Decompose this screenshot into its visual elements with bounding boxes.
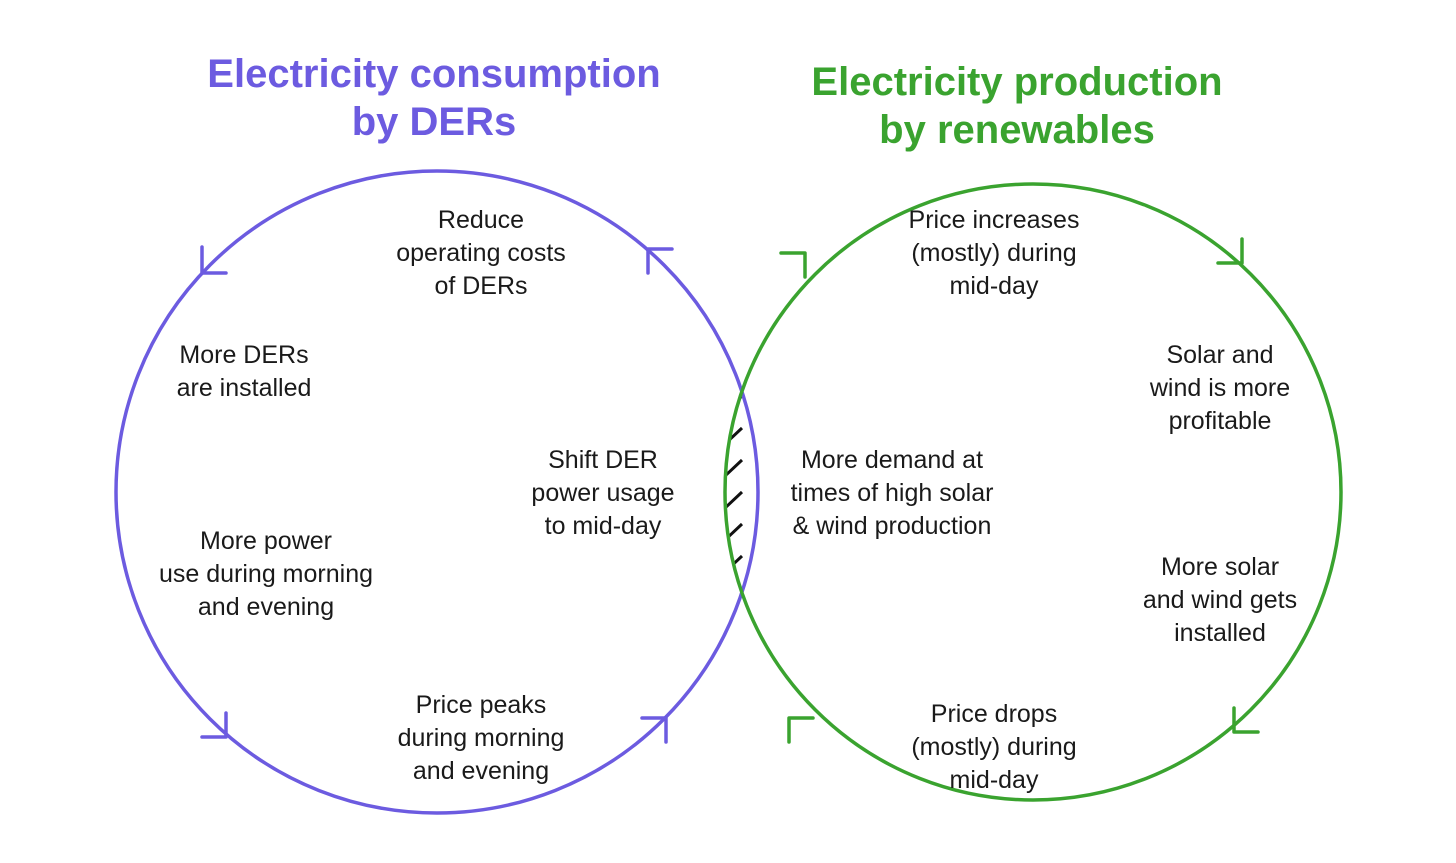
hatch-line (725, 490, 744, 526)
label-line: to mid-day (544, 512, 662, 540)
arrow-left-cycle-bottom-left-icon (200, 711, 228, 739)
label-line: Price drops (930, 700, 1058, 728)
production-title-line-1: Electricity production (811, 60, 1223, 104)
label-line: are installed (176, 374, 312, 402)
label-line: mid-day (949, 766, 1039, 794)
arrow-left-cycle-top-left-icon (200, 245, 228, 275)
label-line: More demand at (800, 446, 984, 474)
label-line: More DERs (179, 341, 309, 369)
label-line: Price peaks (415, 691, 547, 719)
label-line: mid-day (949, 272, 1039, 300)
label-line: power usage (531, 479, 675, 507)
label-line: and evening (197, 593, 335, 621)
label-line: (mostly) during (911, 733, 1077, 761)
arrow-right-cycle-bottom-right-icon (1232, 706, 1260, 734)
label-price-increases: Price increases (mostly) during mid-day (909, 204, 1080, 303)
arrow-left-cycle-bottom-right-icon (640, 716, 668, 744)
label-more-solar-installed: More solar and wind gets installed (1143, 551, 1297, 650)
label-line: and wind gets (1142, 586, 1298, 614)
hatch-line (725, 458, 744, 494)
label-line: Solar and (1166, 341, 1274, 369)
arrow-right-cycle-top-left-icon (779, 251, 807, 279)
production-title: Electricity production by renewables (811, 58, 1222, 154)
label-line: times of high solar (790, 479, 994, 507)
hatch-line (725, 522, 744, 558)
label-line: and evening (412, 757, 550, 785)
hatch-line (725, 554, 744, 590)
label-reduce-operating-costs: Reduce operating costs of DERs (396, 204, 566, 303)
label-line: Price increases (908, 206, 1080, 234)
production-title-line-2: by renewables (879, 108, 1155, 152)
label-line: during morning (397, 724, 565, 752)
label-solar-wind-profitable: Solar and wind is more profitable (1150, 339, 1290, 438)
label-more-demand: More demand at times of high solar & win… (791, 444, 994, 543)
label-line: profitable (1168, 407, 1272, 435)
label-price-drops: Price drops (mostly) during mid-day (911, 698, 1076, 797)
consumption-title-line-2: by DERs (351, 100, 517, 144)
arrow-right-cycle-top-right-icon (1216, 237, 1244, 265)
label-line: More power (199, 527, 332, 555)
label-line: More solar (1160, 553, 1280, 581)
consumption-cycle-circle (114, 169, 760, 815)
label-more-ders-installed: More DERs are installed (177, 339, 312, 405)
label-line: use during morning (158, 560, 374, 588)
consumption-title: Electricity consumption by DERs (207, 50, 660, 146)
label-line: installed (1174, 619, 1266, 647)
label-line: & wind production (792, 512, 992, 540)
consumption-title-line-1: Electricity consumption (207, 52, 661, 96)
label-line: wind is more (1149, 374, 1291, 402)
label-line: Shift DER (548, 446, 658, 474)
label-shift-der-usage: Shift DER power usage to mid-day (531, 444, 674, 543)
label-line: Reduce (437, 206, 525, 234)
hatch-line (725, 426, 744, 462)
production-cycle-circle (723, 182, 1343, 802)
label-more-power-use: More power use during morning and evenin… (159, 525, 373, 624)
arrow-right-cycle-bottom-left-icon (787, 716, 815, 744)
label-line: operating costs (396, 239, 566, 267)
arrow-left-cycle-top-right-icon (646, 247, 674, 275)
label-line: of DERs (434, 272, 528, 300)
label-price-peaks: Price peaks during morning and evening (398, 689, 565, 788)
label-line: (mostly) during (911, 239, 1077, 267)
